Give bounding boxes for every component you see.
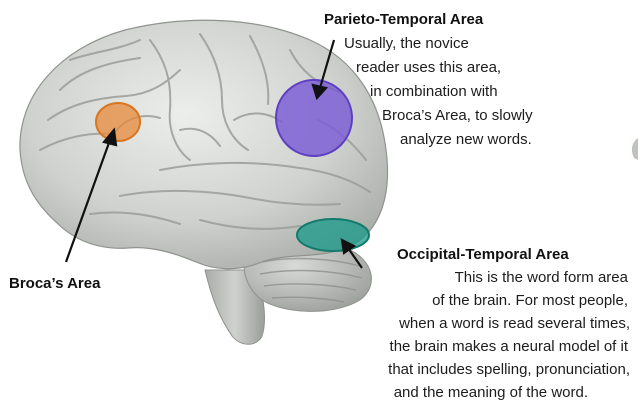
occipital-temporal-line: the brain makes a neural model of it bbox=[390, 338, 628, 355]
parieto-temporal-line: analyze new words. bbox=[400, 131, 532, 148]
parieto-temporal-line: reader uses this area, bbox=[356, 59, 501, 76]
occipital-temporal-area-marker bbox=[297, 219, 369, 251]
parieto-temporal-title: Parieto-Temporal Area bbox=[324, 11, 483, 28]
broca-area-marker bbox=[96, 103, 140, 141]
occipital-temporal-line: of the brain. For most people, bbox=[432, 292, 628, 309]
occipital-temporal-line: when a word is read several times, bbox=[399, 315, 630, 332]
parieto-temporal-line: Usually, the novice bbox=[344, 35, 469, 52]
occipital-temporal-line: and the meaning of the word. bbox=[394, 384, 588, 401]
parieto-temporal-line: Broca’s Area, to slowly bbox=[382, 107, 533, 124]
occipital-temporal-line: that includes spelling, pronunciation, bbox=[388, 361, 630, 378]
occipital-temporal-title: Occipital-Temporal Area bbox=[397, 246, 569, 263]
broca-title: Broca’s Area bbox=[9, 275, 100, 292]
parieto-temporal-line: in combination with bbox=[370, 83, 498, 100]
occipital-temporal-line: This is the word form area bbox=[455, 269, 628, 286]
edge-fragment bbox=[632, 138, 638, 160]
